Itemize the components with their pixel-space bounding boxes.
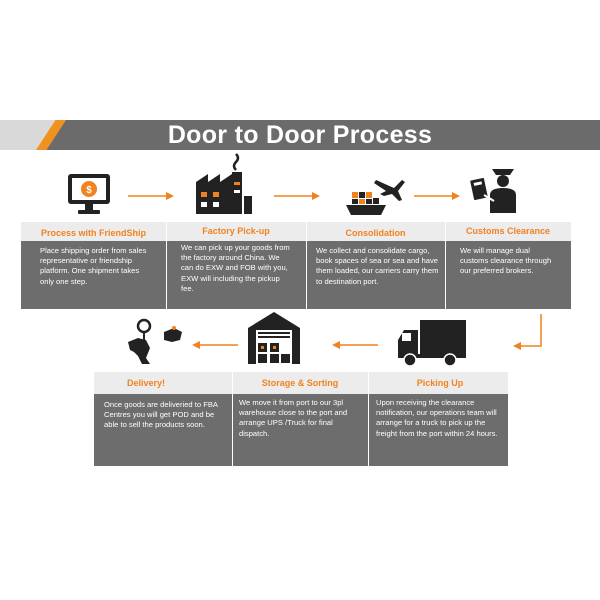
step-title-picking: Picking Up <box>416 378 464 388</box>
computer-icon: $ <box>68 174 110 214</box>
arrow-left-icon <box>332 341 378 349</box>
step-title-storage: Storage & Sorting <box>261 378 339 388</box>
step-title-delivery: Delivery! <box>126 378 166 388</box>
step-desc-delivery: Once goods are deliveried to FBA Centres… <box>104 400 218 430</box>
arrow-down-left-icon <box>513 314 542 350</box>
arrow-right-icon <box>414 192 460 200</box>
customs-officer-icon <box>470 169 516 213</box>
row2-header <box>94 372 508 394</box>
step-desc-process: Place shipping order from sales represen… <box>40 246 147 286</box>
step-title-process: Process with FriendShip <box>40 228 147 238</box>
step-desc-consolidation: We collect and consolidate cargo, book s… <box>316 246 439 286</box>
step-desc-factory: We can pick up your goods from the facto… <box>181 243 290 293</box>
ship-plane-icon <box>346 180 405 215</box>
step-title-factory: Factory Pick-up <box>202 226 270 236</box>
page-title: Door to Door Process <box>167 121 433 149</box>
delivery-map-icon <box>128 318 182 364</box>
step-title-consolidation: Consolidation <box>345 228 406 238</box>
arrow-right-icon <box>128 192 174 200</box>
arrow-left-icon <box>192 341 238 349</box>
svg-text:$: $ <box>86 185 92 196</box>
row1-header <box>21 222 571 241</box>
divider <box>232 372 233 466</box>
warehouse-icon <box>248 312 300 364</box>
step-desc-picking: Upon receiving the clearance notificatio… <box>376 398 498 438</box>
divider <box>166 222 167 309</box>
divider <box>368 372 369 466</box>
truck-icon <box>398 320 466 367</box>
divider <box>306 222 307 309</box>
title-banner: Door to Door Process <box>0 120 600 150</box>
divider <box>445 222 446 309</box>
banner-background <box>0 120 600 150</box>
arrow-right-icon <box>274 192 320 200</box>
step-title-customs: Customs Clearance <box>465 226 551 236</box>
step-desc-customs: We will manage dual customs clearance th… <box>460 246 552 276</box>
step-desc-storage: We move it from port to our 3pl warehous… <box>239 398 348 438</box>
factory-icon <box>196 153 252 214</box>
